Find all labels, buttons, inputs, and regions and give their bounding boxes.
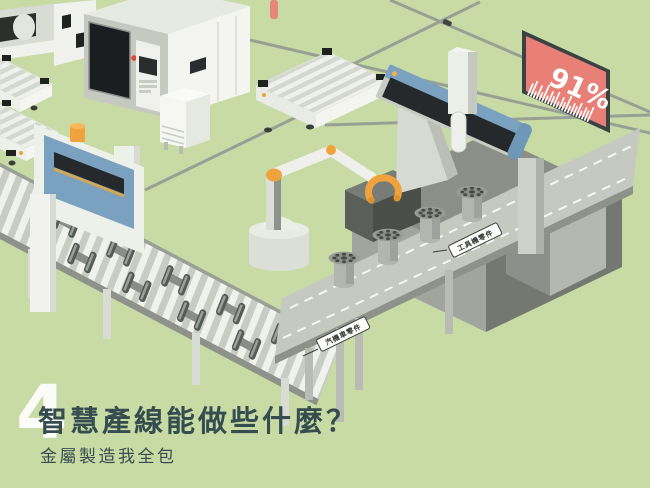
bar (563, 95, 573, 113)
pole (270, 0, 278, 19)
bar (560, 101, 567, 111)
bar (527, 83, 534, 96)
cnc-machine (84, 0, 250, 118)
bar (575, 102, 583, 118)
page-number: 4 (16, 370, 68, 456)
bar (566, 105, 572, 114)
gantry-right-column (518, 158, 544, 254)
emergency-button (131, 55, 137, 61)
billboard-panel (526, 36, 606, 127)
gantry-z-column (448, 47, 477, 153)
bar (546, 91, 555, 105)
control-screen (139, 56, 157, 76)
robot-elbow-joint (266, 168, 282, 182)
bar (586, 106, 595, 123)
vent (190, 57, 206, 74)
tool-cabinet (160, 88, 210, 154)
tag-leader-line (302, 348, 319, 357)
bar (580, 107, 588, 120)
bar (577, 110, 583, 119)
bar (549, 95, 556, 106)
robot-shoulder-joint (326, 145, 336, 155)
page-title: 智慧產線能做些什麼？ (38, 404, 358, 438)
bar (529, 80, 539, 97)
machined-spool-parts (328, 185, 488, 289)
bar (552, 91, 561, 108)
agv-sensor (258, 80, 268, 87)
path-node-dot (442, 19, 452, 27)
page-subtitle: 金屬製造我全包 (40, 447, 177, 467)
bar (555, 101, 560, 109)
robot-arm (249, 145, 402, 271)
bar (569, 102, 576, 115)
agv-sensor (376, 74, 385, 80)
bar (543, 95, 549, 104)
bar (535, 85, 544, 100)
tag-leader-line (432, 249, 448, 253)
bar (538, 91, 544, 101)
bar (558, 96, 565, 110)
gate-beacon-light (70, 126, 85, 142)
gate-scanner-slot (54, 152, 124, 194)
bar-chart (527, 80, 595, 123)
billboard: 91% (522, 30, 616, 133)
inspection-gate (30, 123, 144, 312)
bar (583, 110, 590, 121)
agv-light (262, 93, 266, 97)
beam-window (382, 77, 519, 154)
agv-sensor (322, 48, 332, 55)
walkway-legs (305, 270, 453, 422)
bar (532, 91, 538, 99)
probe-head (450, 111, 467, 153)
bar (541, 84, 551, 102)
machine-window (88, 21, 131, 100)
bar (572, 106, 578, 116)
